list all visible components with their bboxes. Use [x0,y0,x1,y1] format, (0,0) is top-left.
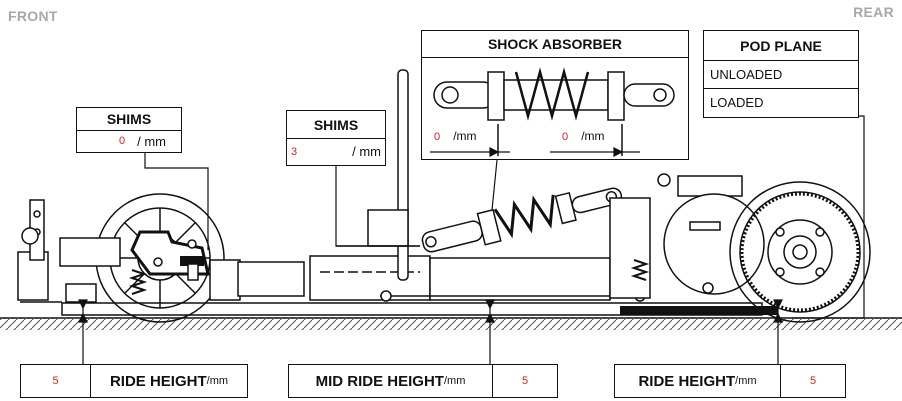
chassis-plate [61,302,778,316]
shock-left-unit: /mm [453,129,477,143]
rear-ride-height-label-text: RIDE HEIGHT [638,372,736,390]
rear-ride-height-unit: /mm [735,375,757,387]
front-label: FRONT [8,8,58,24]
pod-plane-unloaded-label: UNLOADED [710,67,783,82]
mid-ride-height-label: MID RIDE HEIGHT/mm [289,365,493,397]
rear-ride-height-box: RIDE HEIGHT/mm 5 [614,364,846,398]
mid-shims-box: SHIMS 3 / mm [286,110,386,166]
shock-detail [433,67,675,156]
mid-chassis [309,69,646,302]
mid-shims-row[interactable]: 3 / mm [287,139,385,164]
ride-height-markers [78,299,783,364]
front-ride-height-unit: /mm [206,375,229,387]
front-ride-height-value[interactable]: 5 [21,365,91,397]
ground [0,317,902,330]
pod-plane-loaded-label: LOADED [710,95,764,110]
front-shims-unit: / mm [137,133,167,149]
front-ride-height-label: RIDE HEIGHT/mm [91,365,247,397]
pod-plane-box: POD PLANE UNLOADED LOADED [703,30,859,118]
shock-right-unit: /mm [581,129,605,143]
mid-shims-unit: / mm [352,144,381,159]
mid-ride-height-unit: /mm [443,375,466,387]
front-ride-height-label-text: RIDE HEIGHT [109,372,207,390]
shock-left-field[interactable]: 0 /mm [434,129,477,143]
mid-shock [421,187,623,253]
front-shims-row[interactable]: 0 / mm [77,131,181,151]
mid-ride-height-box: MID RIDE HEIGHT/mm 5 [288,364,558,398]
front-shims-value[interactable]: 0 [119,135,126,147]
leader-lines [144,115,865,319]
front-shim-block [130,230,210,281]
front-spring [128,269,148,295]
front-shims-box: SHIMS 0 / mm [76,107,182,153]
rear-assembly [609,173,765,299]
shock-right-value[interactable]: 0 [562,131,569,143]
pod-plane-option-unloaded[interactable]: UNLOADED [704,61,858,89]
mid-ride-height-value[interactable]: 5 [521,375,529,387]
shock-absorber-title: SHOCK ABSORBER [422,31,688,58]
rear-ride-height-value[interactable]: 5 [809,375,817,387]
shock-left-value[interactable]: 0 [434,131,441,143]
mid-ride-height-label-text: MID RIDE HEIGHT [315,372,444,390]
front-ride-height-box: 5 RIDE HEIGHT/mm [20,364,248,398]
shock-absorber-box: SHOCK ABSORBER 0 /mm 0 /mm [421,30,689,160]
rear-label: REAR [853,4,894,20]
rear-wheel [729,181,871,323]
shock-measure-arrows [430,147,640,157]
mid-shims-value[interactable]: 3 [291,145,298,158]
rear-ride-height-label: RIDE HEIGHT/mm [615,365,781,397]
front-shims-title: SHIMS [77,108,181,131]
pod-plane-option-loaded[interactable]: LOADED [704,89,858,116]
shock-right-field[interactable]: 0 /mm [562,129,605,143]
pod-plane-title: POD PLANE [704,31,858,61]
front-bumper [17,199,305,303]
mid-shims-title: SHIMS [287,111,385,139]
